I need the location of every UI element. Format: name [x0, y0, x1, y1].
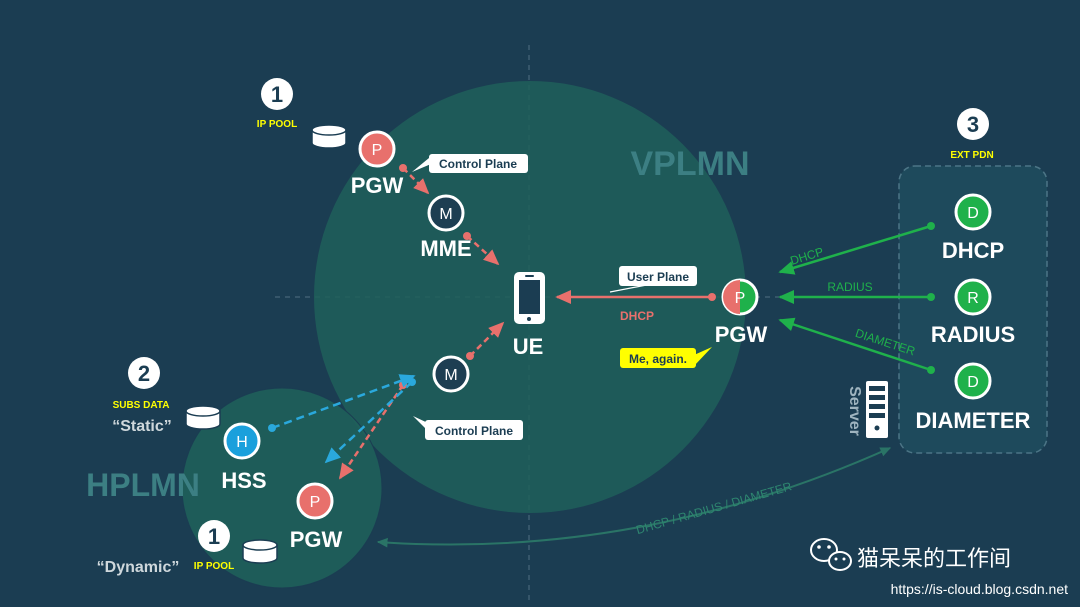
dhcp-arrow-dot [927, 222, 935, 230]
pgw-top-node-icon: P [358, 130, 396, 168]
svg-text:P: P [735, 290, 746, 307]
dhcp-to-pgw-arrow [778, 224, 932, 275]
pgw-bottom-label: PGW [290, 527, 343, 552]
server-icon [866, 381, 888, 438]
me-again-callout: Me, again. [620, 347, 712, 368]
pgw-bottom-node-icon: P [296, 482, 334, 520]
static-label: “Static” [112, 418, 172, 435]
ext-pdn-label: EXT PDN [950, 150, 993, 161]
svg-text:H: H [236, 434, 248, 451]
pgw-to-mme-arrow [402, 167, 430, 195]
ip-pool-top-badge: 1 [261, 78, 293, 110]
svg-text:D: D [967, 374, 979, 391]
diameter-label: DIAMETER [916, 408, 1031, 433]
svg-text:Control Plane: Control Plane [435, 424, 513, 438]
bottom-curve-arrow [376, 447, 892, 548]
dhcp-user-plane-label: DHCP [620, 309, 654, 323]
radius-arrow-label: RADIUS [827, 280, 872, 294]
mme-bottom-node-icon: M [432, 355, 470, 393]
vplmn-label: VPLMN [631, 145, 750, 183]
mme-top-node-icon: M [427, 194, 465, 232]
subs-data-database-icon [185, 405, 221, 430]
hss-to-mme-dot [268, 424, 276, 432]
user-plane-callout: User Plane [619, 266, 697, 286]
mme-bottom-to-ue-dot [466, 352, 474, 360]
diameter-arrow-dot [927, 366, 935, 374]
subs-data-label: SUBS DATA [113, 400, 170, 411]
svg-text:P: P [372, 142, 383, 159]
radius-label: RADIUS [931, 322, 1015, 347]
ip-pool-top-label: IP POOL [257, 119, 297, 130]
ue-phone-icon [514, 272, 545, 324]
svg-text:D: D [967, 205, 979, 222]
diameter-node-icon: D [954, 362, 992, 400]
mme-to-pgw-bottom-blue-dot [408, 378, 416, 386]
wechat-icon [810, 538, 852, 571]
svg-text:Me, again.: Me, again. [629, 352, 687, 366]
pgw-right-label: PGW [715, 322, 768, 347]
svg-text:2: 2 [138, 361, 150, 386]
ext-pdn-badge: 3 [957, 108, 989, 140]
svg-text:P: P [310, 494, 321, 511]
ip-pool-top-database-icon [311, 124, 347, 149]
hplmn-label: HPLMN [86, 467, 200, 503]
pgw-top-label: PGW [351, 173, 404, 198]
mme-top-label: MME [420, 236, 471, 261]
mme-to-pgw-bottom-arrow [338, 384, 405, 480]
control-plane-top-callout: Control Plane [412, 154, 528, 173]
svg-text:3: 3 [967, 112, 979, 137]
svg-text:R: R [967, 290, 979, 307]
server-label: Server [846, 386, 863, 436]
mme-to-ue-arrow [466, 235, 500, 266]
ip-pool-bottom-badge: 1 [198, 520, 230, 552]
dhcp-label: DHCP [942, 238, 1004, 263]
pgw-to-mme-dot [399, 164, 407, 172]
diameter-to-pgw-arrow [778, 317, 932, 372]
mme-to-pgw-bottom-blue-arrow [324, 381, 413, 464]
svg-text:1: 1 [271, 82, 283, 107]
mme-bottom-to-ue-arrow [469, 321, 505, 357]
ip-pool-bottom-database-icon [242, 539, 278, 564]
hss-node-icon: H [223, 422, 261, 460]
svg-text:M: M [439, 206, 452, 223]
dhcp-node-icon: D [954, 193, 992, 231]
svg-text:User Plane: User Plane [627, 270, 689, 284]
radius-node-icon: R [954, 278, 992, 316]
subs-data-badge: 2 [128, 357, 160, 389]
watermark-brand: 猫呆呆的工作间 [857, 546, 1011, 571]
control-plane-bottom-callout: Control Plane [413, 416, 523, 440]
dynamic-label: “Dynamic” [97, 559, 180, 576]
hss-label: HSS [221, 468, 266, 493]
ue-label: UE [513, 334, 544, 359]
watermark-url: https://is-cloud.blog.csdn.net [891, 581, 1069, 597]
svg-text:Control Plane: Control Plane [439, 157, 517, 171]
pgw-to-ue-dot [708, 293, 716, 301]
mme-to-ue-dot [463, 232, 471, 240]
svg-text:M: M [444, 367, 457, 384]
radius-arrow-dot [927, 293, 935, 301]
pgw-right-node-icon: P [721, 278, 759, 316]
ip-pool-bottom-label: IP POOL [194, 561, 234, 572]
svg-text:1: 1 [208, 524, 220, 549]
